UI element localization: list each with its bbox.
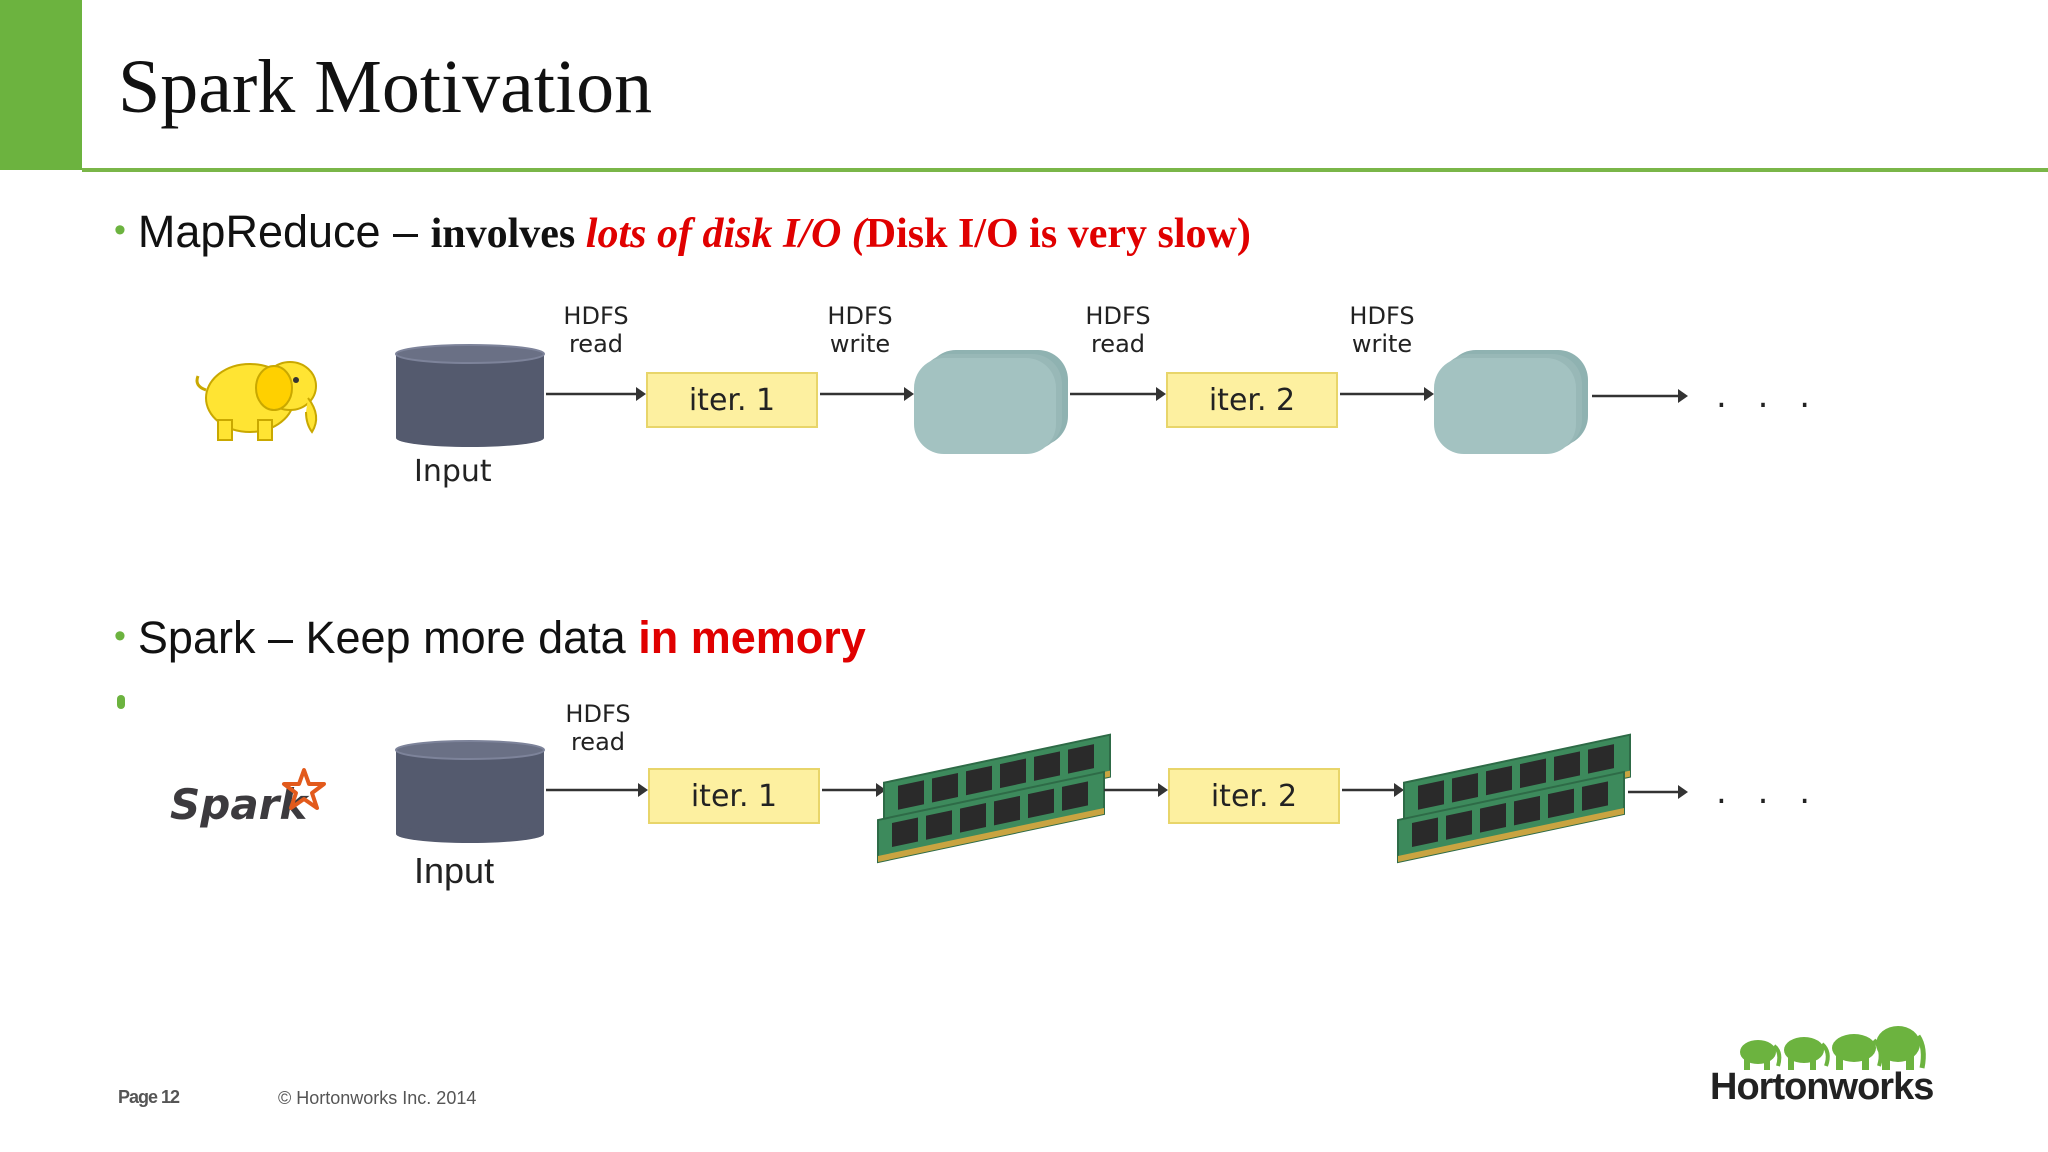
hortonworks-logo-text: Hortonworks (1710, 1066, 1934, 1108)
arrow-icon (1342, 783, 1404, 797)
mr-hdfs-read-1: HDFS read (563, 302, 629, 358)
arrow-icon (1592, 389, 1688, 403)
database-cylinder-icon (395, 344, 545, 447)
spark-iter-1: iter. 1 (648, 768, 820, 824)
arrow-icon (546, 783, 648, 797)
spark-iter-2: iter. 2 (1168, 768, 1340, 824)
spark-input-label: Input (414, 850, 495, 891)
ram-module-icon (1397, 733, 1631, 864)
bullet-spark-emphasis: in memory (638, 612, 866, 663)
title-divider (82, 168, 2048, 172)
hortonworks-elephants-icon (1740, 1026, 1926, 1070)
mr-hdfs-write-2: HDFS write (1349, 302, 1415, 358)
hadoop-elephant-icon (195, 361, 318, 441)
arrow-icon (1340, 387, 1434, 401)
page-title: Spark Motivation (118, 45, 653, 129)
arrow-icon (1070, 387, 1166, 401)
mr-ellipsis: . . . (1716, 376, 1821, 416)
database-cylinder-icon (395, 740, 545, 843)
bullet-dot: • (114, 617, 126, 655)
mr-iter-1: iter. 1 (646, 372, 818, 428)
footer-copyright: © Hortonworks Inc. 2014 (278, 1088, 477, 1108)
bullet-spark: • Spark – Keep more data in memory (114, 612, 866, 664)
bullet-dot-fragment (117, 695, 125, 709)
spark-logo: Spark (170, 780, 307, 829)
arrow-icon (822, 783, 886, 797)
bullet-mapreduce: • MapReduce – involves lots of disk I/O (… (114, 206, 1251, 258)
mr-hdfs-read-2: HDFS read (1085, 302, 1151, 358)
bullet-mapreduce-tail: Disk I/O is very slow) (865, 211, 1251, 257)
mr-iter-2: iter. 2 (1166, 372, 1338, 428)
title-accent-bar (0, 0, 82, 170)
bullet-mapreduce-lead: MapReduce – (137, 206, 431, 257)
bullet-dot: • (114, 211, 126, 249)
arrow-icon (1104, 783, 1168, 797)
arrow-icon (546, 387, 646, 401)
mr-input-label: Input (414, 454, 492, 489)
spark-star-icon (282, 768, 326, 810)
ram-module-icon (877, 733, 1111, 864)
hdfs-store-icon (914, 350, 1068, 454)
spark-logo-text: Spark (170, 780, 308, 829)
arrow-icon (1628, 785, 1688, 799)
footer-page-number: Page 12 (118, 1087, 180, 1107)
arrow-icon (820, 387, 914, 401)
spark-ellipsis: . . . (1716, 772, 1821, 812)
spark-hdfs-read: HDFS read (565, 700, 631, 756)
mr-hdfs-write-1: HDFS write (827, 302, 893, 358)
bullet-mapreduce-emphasis: lots of disk I/O ( (585, 211, 866, 257)
bullet-spark-lead: Spark – Keep more data (137, 612, 639, 663)
bullet-mapreduce-involves: involves (430, 211, 586, 257)
hdfs-store-icon (1434, 350, 1588, 454)
